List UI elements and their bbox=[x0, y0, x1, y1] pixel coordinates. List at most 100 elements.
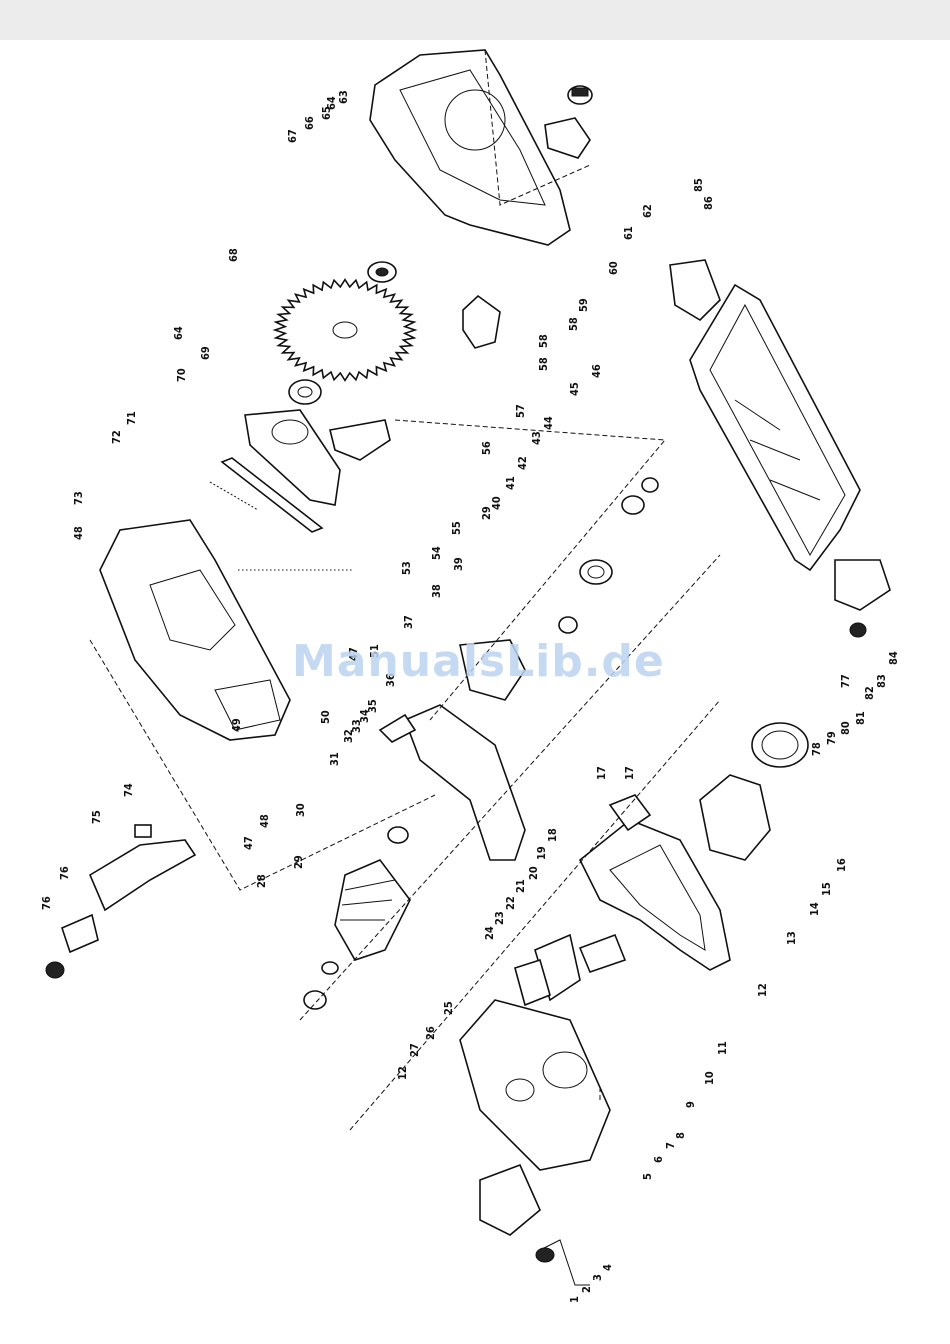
part-number-label: 84 bbox=[887, 651, 900, 665]
part-number-label: 8 bbox=[674, 1132, 687, 1139]
part-number-label: 27 bbox=[408, 1043, 421, 1057]
part-number-label: 25 bbox=[442, 1001, 455, 1015]
part-number-label: 62 bbox=[641, 204, 654, 218]
part-number-label: 24 bbox=[483, 926, 496, 940]
part-number-label: 38 bbox=[430, 584, 443, 598]
part-number-label: 18 bbox=[546, 828, 559, 842]
part-number-label: 59 bbox=[577, 298, 590, 312]
watermark-text: ManualsLib.de bbox=[292, 636, 665, 687]
part-number-label: 22 bbox=[504, 896, 517, 910]
part-number-label: 80 bbox=[839, 721, 852, 735]
part-number-label: 5 bbox=[641, 1173, 654, 1180]
part-number-label: 55 bbox=[450, 521, 463, 535]
part-number-label: 63 bbox=[337, 90, 350, 104]
bevel-bracket-part bbox=[835, 560, 890, 610]
part-number-label: 48 bbox=[258, 814, 271, 828]
part-number-label: 58 bbox=[567, 317, 580, 331]
part-number-label: 61 bbox=[622, 226, 635, 240]
dust-port-part bbox=[463, 296, 500, 348]
part-number-label: 10 bbox=[703, 1071, 716, 1085]
part-number-label: 65 bbox=[320, 106, 333, 120]
part-number-label: 58 bbox=[537, 334, 550, 348]
part-number-label: 35 bbox=[366, 699, 379, 713]
knob-part bbox=[568, 86, 592, 104]
armature-part bbox=[304, 860, 410, 1009]
part-number-label: 1 bbox=[568, 1296, 581, 1303]
part-number-label: 31 bbox=[328, 752, 341, 766]
part-number-label: 45 bbox=[568, 382, 581, 396]
part-number-label: 78 bbox=[810, 742, 823, 756]
part-number-label: 21 bbox=[514, 879, 527, 893]
grip-part bbox=[90, 840, 195, 910]
part-number-label: 76 bbox=[58, 866, 71, 880]
part-number-label: 86 bbox=[702, 196, 715, 210]
part-number-label: 41 bbox=[504, 476, 517, 490]
part-number-label: 17 bbox=[595, 766, 608, 780]
part-number-label: 73 bbox=[72, 491, 85, 505]
part-number-label: 81 bbox=[854, 711, 867, 725]
bearing-stack bbox=[559, 478, 658, 633]
part-number-label: 13 bbox=[785, 931, 798, 945]
part-number-label: 75 bbox=[90, 810, 103, 824]
part-number-label: 43 bbox=[530, 431, 543, 445]
part-number-label: 56 bbox=[480, 441, 493, 455]
part-number-label: 74 bbox=[122, 783, 135, 797]
part-number-label: 57 bbox=[514, 404, 527, 418]
part-number-label: 58 bbox=[537, 357, 550, 371]
saw-blade-icon bbox=[275, 280, 415, 381]
part-number-label: 14 bbox=[808, 902, 821, 916]
part-number-label: 29 bbox=[292, 855, 305, 869]
part-number-label: 53 bbox=[400, 561, 413, 575]
gear-housing-part bbox=[100, 520, 290, 740]
part-number-label: 17 bbox=[623, 766, 636, 780]
part-number-label: 72 bbox=[110, 430, 123, 444]
part-number-label: 47 bbox=[242, 836, 255, 850]
part-number-label: 26 bbox=[424, 1026, 437, 1040]
part-number-label: 19 bbox=[535, 846, 548, 860]
bracket-part bbox=[545, 118, 590, 158]
part-number-label: 12 bbox=[396, 1066, 409, 1080]
part-number-label: 68 bbox=[227, 248, 240, 262]
upper-blade-guard bbox=[370, 50, 570, 245]
part-number-label: 66 bbox=[303, 116, 316, 130]
part-number-label: 7 bbox=[664, 1142, 677, 1149]
part-number-label: 79 bbox=[825, 731, 838, 745]
part-number-label: 70 bbox=[175, 368, 188, 382]
lower-housing-part bbox=[460, 1000, 610, 1170]
part-number-label: 71 bbox=[125, 411, 138, 425]
part-number-label: 3 bbox=[591, 1274, 604, 1281]
part-number-label: 2 bbox=[580, 1286, 593, 1293]
part-number-label: 85 bbox=[692, 178, 705, 192]
part-number-label: 49 bbox=[230, 718, 243, 732]
part-number-label: 39 bbox=[452, 557, 465, 571]
bevel-bracket-part bbox=[670, 260, 720, 320]
part-number-label: 30 bbox=[294, 803, 307, 817]
part-number-label: 9 bbox=[684, 1101, 697, 1108]
part-number-label: 54 bbox=[430, 546, 443, 560]
flange-part bbox=[289, 380, 321, 404]
part-number-label: 40 bbox=[490, 496, 503, 510]
guard-plate-part bbox=[330, 420, 390, 460]
part-number-label: 77 bbox=[839, 674, 852, 688]
part-number-label: 11 bbox=[716, 1041, 729, 1055]
part-number-label: 67 bbox=[286, 129, 299, 143]
part-number-label: 16 bbox=[835, 858, 848, 872]
part-number-label: 37 bbox=[402, 615, 415, 629]
part-number-label: 76 bbox=[40, 896, 53, 910]
part-number-label: 20 bbox=[527, 866, 540, 880]
part-number-label: 23 bbox=[493, 911, 506, 925]
part-number-label: 44 bbox=[542, 416, 555, 430]
part-number-label: 28 bbox=[255, 874, 268, 888]
switch-part bbox=[580, 935, 625, 972]
motor-icon bbox=[700, 723, 808, 860]
part-number-label: 48 bbox=[72, 526, 85, 540]
part-number-label: 50 bbox=[319, 710, 332, 724]
part-number-label: 42 bbox=[516, 456, 529, 470]
part-number-label: 46 bbox=[590, 364, 603, 378]
end-cap-part bbox=[480, 1165, 540, 1235]
part-number-label: 12 bbox=[756, 983, 769, 997]
part-number-label: 60 bbox=[607, 261, 620, 275]
viewer-top-bar bbox=[0, 0, 950, 40]
